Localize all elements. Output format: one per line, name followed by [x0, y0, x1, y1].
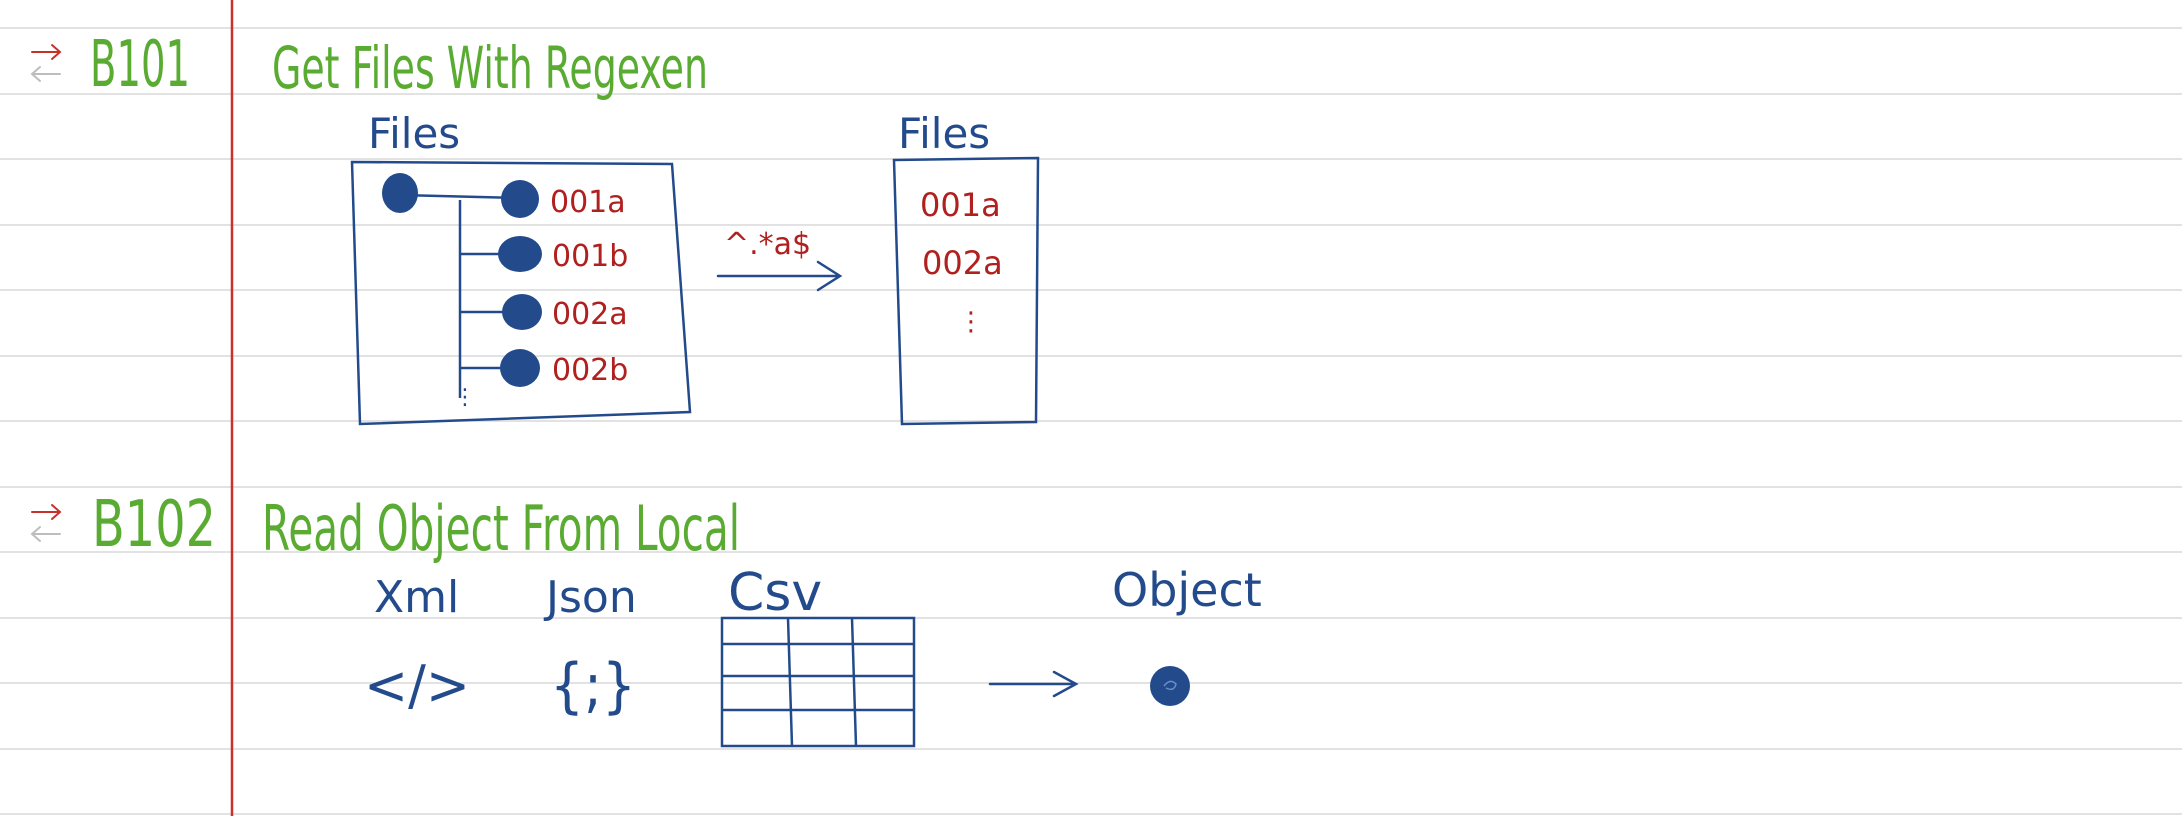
section-title: Get Files With Regexen [272, 34, 708, 102]
xml-format: Xml </> [364, 572, 470, 717]
file-name: 002b [552, 353, 628, 388]
code-tag-icon: </> [364, 654, 470, 717]
regex-arrow: ^.*a$ [716, 227, 843, 292]
csv-format: Csv [720, 563, 916, 748]
file-node [502, 294, 542, 330]
files-box [350, 160, 692, 426]
more-ellipsis: ⋮ [958, 307, 984, 337]
file-node [501, 180, 539, 218]
link-arrows-icon [30, 504, 62, 542]
format-label: Xml [374, 572, 459, 623]
ruled-lines [0, 27, 2182, 815]
file-node [498, 236, 542, 272]
regex-label: ^.*a$ [724, 227, 811, 262]
format-label: Csv [728, 563, 822, 623]
object-label: Object [1112, 563, 1262, 617]
section-id: B102 [92, 488, 216, 562]
file-name: 001b [552, 239, 628, 274]
section-b102: B102 Read Object From Local Xml </> Json… [30, 488, 1262, 748]
files-tree-diagram: Files 001a 001b 002a 002b ⋮ [350, 109, 692, 426]
format-label: Json [543, 572, 637, 623]
file-name: 001a [920, 186, 1001, 224]
json-format: Json {;} [543, 572, 637, 721]
section-title: Read Object From Local [262, 492, 740, 565]
more-ellipsis: ⋮ [454, 385, 476, 410]
arrow-right-icon [716, 260, 843, 292]
root-node [382, 173, 418, 213]
object-dot-icon [1150, 666, 1190, 706]
link-arrows-icon [30, 44, 62, 82]
file-name: 002a [552, 297, 628, 332]
object-result: Object [1112, 563, 1262, 706]
filtered-files-diagram: Files 001a 002a ⋮ [892, 109, 1040, 426]
curly-braces-icon: {;} [550, 651, 636, 721]
files-box [892, 156, 1040, 426]
file-node [500, 349, 540, 387]
files-label: Files [898, 109, 990, 158]
arrow-right-icon [988, 670, 1079, 698]
files-label: Files [368, 109, 460, 158]
section-id: B101 [90, 28, 190, 102]
section-b101: B101 Get Files With Regexen Files 001a 0… [30, 28, 1040, 426]
file-name: 002a [922, 244, 1003, 282]
file-name: 001a [550, 185, 626, 220]
table-grid-icon [720, 616, 916, 748]
